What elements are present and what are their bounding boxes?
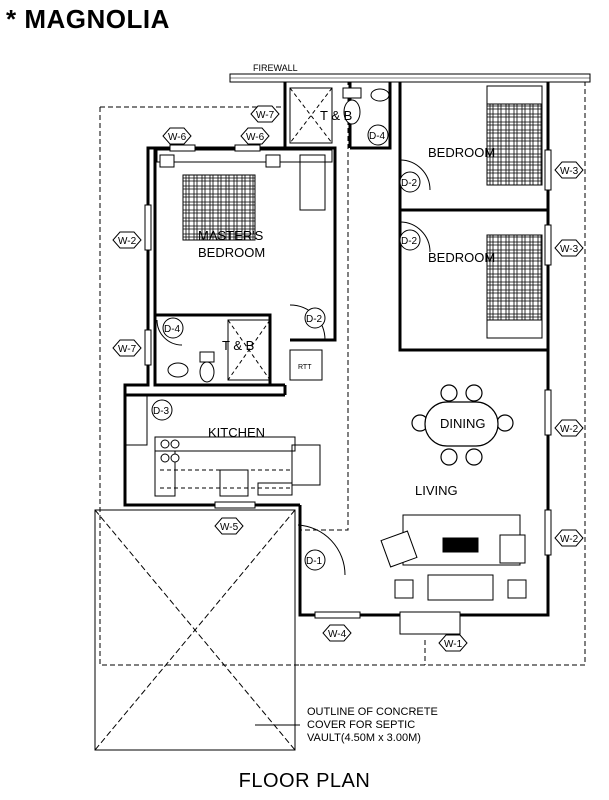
door-tag-d4-top: D-4: [369, 131, 386, 142]
inner-lines: [124, 87, 333, 497]
septic-note-3: VAULT(4.50M x 3.00M): [307, 732, 421, 744]
tb-top-label: T & B: [320, 108, 352, 123]
living-label: LIVING: [415, 483, 458, 498]
dining-label: DINING: [440, 416, 486, 431]
roof-outline: [99, 80, 586, 666]
living-set: [380, 514, 527, 601]
page-title: * MAGNOLIA: [6, 4, 170, 34]
door-tag-d2-bedroom2: D-2: [401, 236, 418, 247]
window-tag-w6-left: W-6: [168, 132, 187, 143]
tb-master-label: T & B: [222, 338, 254, 353]
window-tag-w6-right: W-6: [246, 132, 265, 143]
septic-note-1: OUTLINE OF CONCRETE: [307, 706, 438, 718]
window-tag-w7-master: W-7: [118, 344, 137, 355]
kitchen-label: KITCHEN: [208, 425, 265, 440]
window-tag-w2-dining: W-2: [560, 424, 579, 435]
firewall: [229, 73, 591, 83]
window-tag-w2-living: W-2: [560, 534, 579, 545]
door-tag-d2-master: D-2: [306, 314, 323, 325]
floor-plan-caption: FLOOR PLAN: [238, 770, 371, 792]
master-bedroom-label-1: MASTER'S: [198, 228, 264, 243]
fixtures: [160, 87, 390, 463]
bedroom-2-label: BEDROOM: [428, 250, 495, 265]
window-tag-w7-top: W-7: [256, 110, 275, 121]
window-tag-w5: W-5: [220, 522, 239, 533]
rtt-label: RTT: [298, 364, 312, 371]
septic-outline: [94, 509, 300, 751]
window-tag-w3-top: W-3: [560, 166, 579, 177]
door-tag-d1: D-1: [306, 556, 323, 567]
window-tag-w4: W-4: [328, 629, 347, 640]
master-bedroom-label-2: BEDROOM: [198, 245, 265, 260]
window-tags: [112, 105, 584, 652]
bedroom-1-label: BEDROOM: [428, 145, 495, 160]
septic-note-2: COVER FOR SEPTIC: [307, 719, 415, 731]
door-tag-d3: D-3: [153, 406, 170, 417]
dining-set: [411, 384, 514, 466]
window-tag-w1: W-1: [444, 639, 463, 650]
door-tag-d4-master: D-4: [164, 324, 181, 335]
firewall-label: FIREWALL: [253, 63, 298, 73]
door-tags: [151, 124, 421, 571]
window-bars: [144, 144, 552, 635]
window-tag-w2-master: W-2: [118, 236, 137, 247]
window-tag-w3-bottom: W-3: [560, 244, 579, 255]
beds: [159, 85, 543, 339]
door-tag-d2-bedroom1: D-2: [401, 178, 418, 189]
